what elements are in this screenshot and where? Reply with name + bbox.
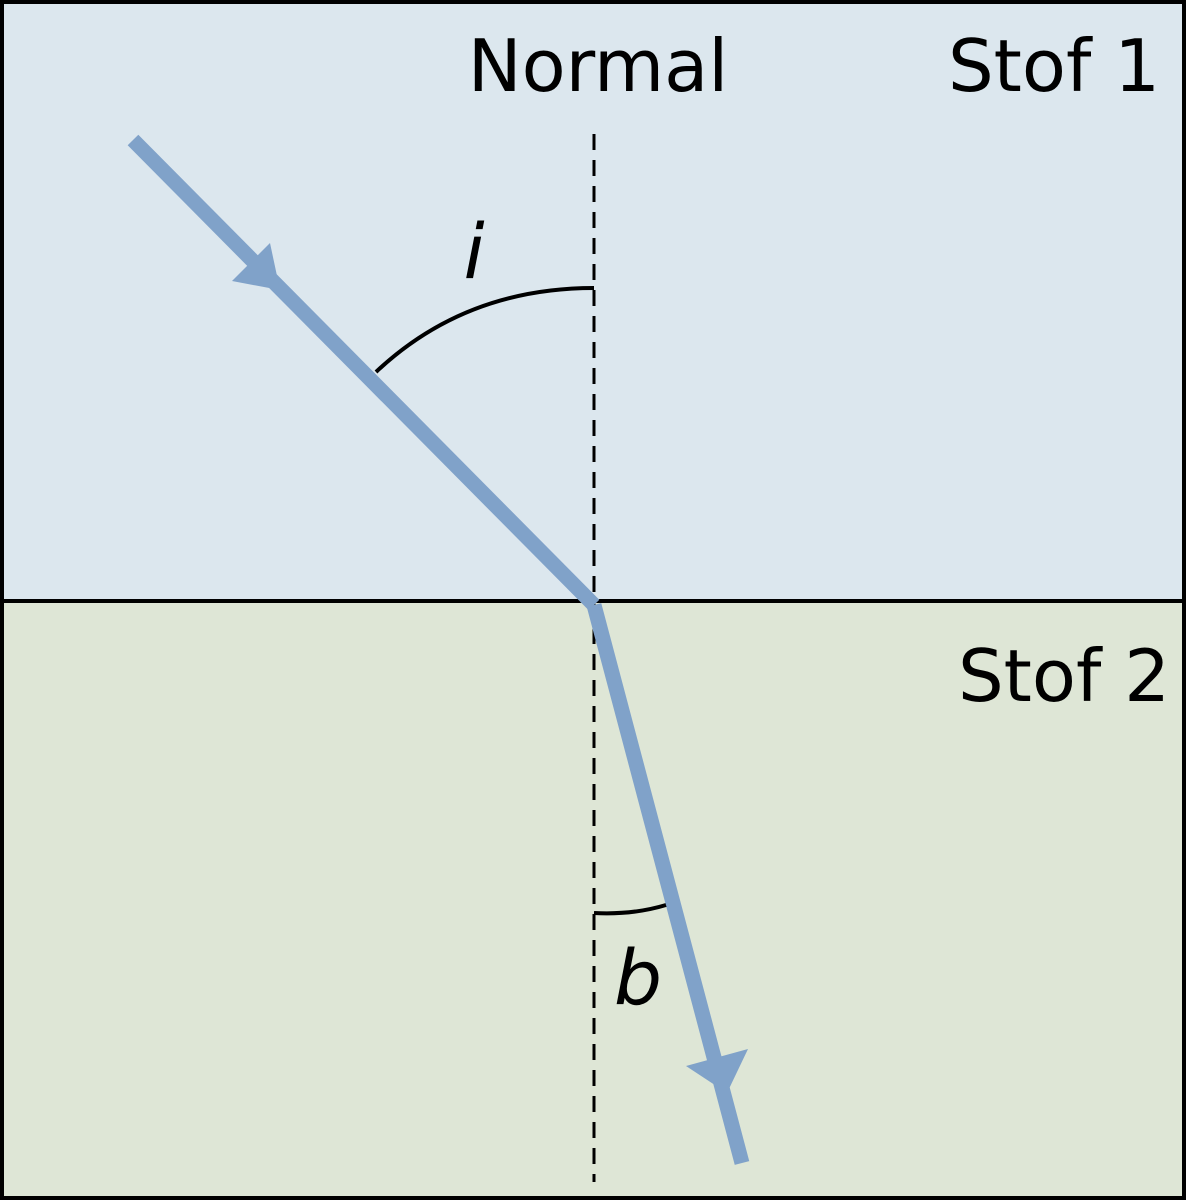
incident-ray-arrow [232, 243, 280, 290]
angle-i-label: i [463, 207, 484, 296]
angle-b-arc [593, 903, 667, 916]
medium-1-label: Stof 1 [948, 24, 1160, 108]
normal-label: Normal [468, 24, 729, 108]
refracted-ray-arrow [686, 1049, 748, 1093]
angle-b-label: b [614, 933, 662, 1022]
medium-2-label: Stof 2 [958, 634, 1170, 718]
angle-i-arc [374, 286, 595, 374]
incident-ray [127, 134, 600, 611]
